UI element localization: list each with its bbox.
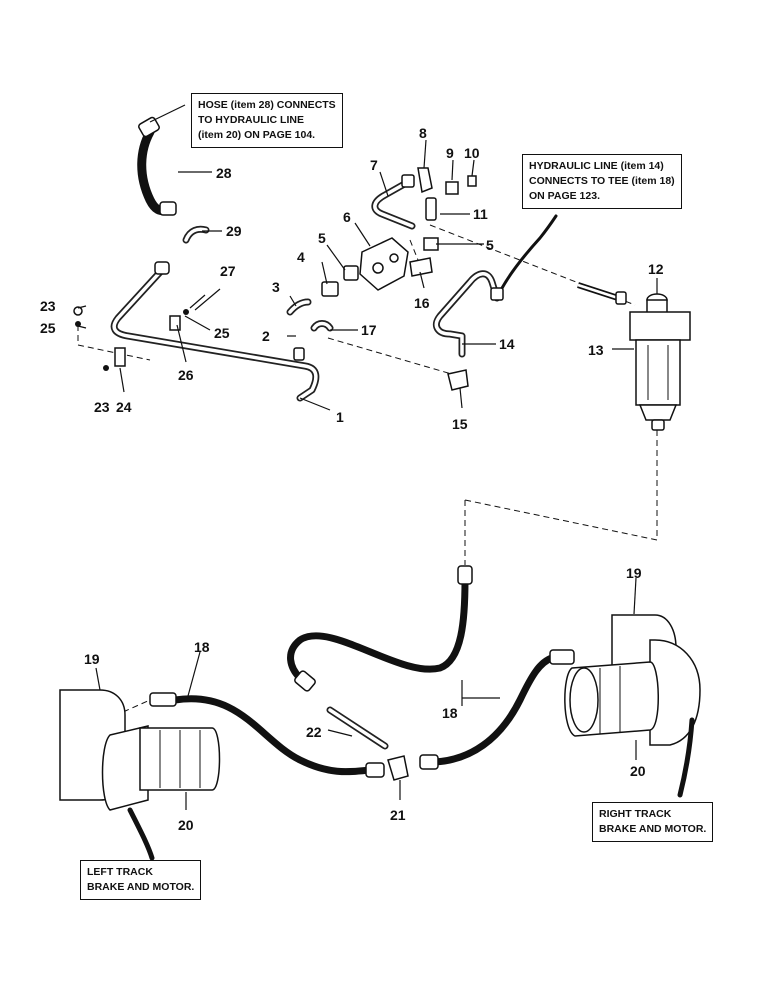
callout-line-14-line-3: ON PAGE 123. xyxy=(529,190,600,202)
item-number-10: 10 xyxy=(464,145,480,161)
callout-hose-28-line-1: HOSE (item 28) CONNECTS xyxy=(198,99,336,111)
item-number-5b: 5 xyxy=(486,237,494,253)
callout-left-track: LEFT TRACK BRAKE AND MOTOR. xyxy=(80,860,202,900)
callout-hose-28-line-2: TO HYDRAULIC LINE xyxy=(198,114,304,126)
dashed-connection-lines xyxy=(77,224,658,721)
item-number-20b: 20 xyxy=(630,763,646,779)
item-number-29: 29 xyxy=(226,223,242,239)
elbow-29 xyxy=(182,225,210,244)
callout-right-track-line-1: RIGHT TRACK xyxy=(599,808,672,820)
item-number-18b: 18 xyxy=(442,705,458,721)
item-number-12: 12 xyxy=(648,261,664,277)
item-numbers: 1 2 3 4 5 5 6 7 8 9 10 11 12 13 14 15 16… xyxy=(40,125,664,833)
callout-left-track-line-1: LEFT TRACK xyxy=(87,866,153,878)
item-number-6: 6 xyxy=(343,209,351,225)
item-number-28: 28 xyxy=(216,165,232,181)
tube-7 xyxy=(371,174,416,230)
item-number-23a: 23 xyxy=(40,298,56,314)
valve-6 xyxy=(286,237,439,361)
item-number-13: 13 xyxy=(588,342,604,358)
item-number-5a: 5 xyxy=(318,230,326,246)
item-number-16: 16 xyxy=(414,295,430,311)
callout-right-track: RIGHT TRACK BRAKE AND MOTOR. xyxy=(592,802,714,842)
item-number-14: 14 xyxy=(499,336,515,352)
item-number-19a: 19 xyxy=(84,651,100,667)
right-brake-motor xyxy=(564,614,701,798)
hose-28 xyxy=(137,116,177,216)
fittings-8-11 xyxy=(417,167,477,221)
callout-hydraulic-line-14: HYDRAULIC LINE (item 14) CONNECTS TO TEE… xyxy=(522,154,682,209)
item-number-15: 15 xyxy=(452,416,468,432)
tube-1 xyxy=(110,261,320,402)
item-number-17: 17 xyxy=(361,322,377,338)
tube-14 xyxy=(432,214,558,358)
callout-line-14-line-2: CONNECTS TO TEE (item 18) xyxy=(529,175,675,187)
item-number-19b: 19 xyxy=(626,565,642,581)
item-number-26: 26 xyxy=(178,367,194,383)
item-number-9: 9 xyxy=(446,145,454,161)
item-number-7: 7 xyxy=(370,157,378,173)
item-number-8: 8 xyxy=(419,125,427,141)
item-number-21: 21 xyxy=(390,807,406,823)
item-number-20a: 20 xyxy=(178,817,194,833)
item-number-4: 4 xyxy=(297,249,305,265)
item-number-24: 24 xyxy=(116,399,132,415)
hose-18-network xyxy=(149,565,575,781)
item-number-25a: 25 xyxy=(40,320,56,336)
callout-right-track-line-2: BRAKE AND MOTOR. xyxy=(599,823,707,835)
callout-hose-28-line-3: (item 20) ON PAGE 104. xyxy=(198,129,316,141)
item-number-11: 11 xyxy=(473,206,488,222)
item-number-2: 2 xyxy=(262,328,270,344)
callout-line-14-line-1: HYDRAULIC LINE (item 14) xyxy=(529,160,664,172)
callout-hose-28: HOSE (item 28) CONNECTS TO HYDRAULIC LIN… xyxy=(191,93,343,148)
item-number-3: 3 xyxy=(272,279,280,295)
item-number-18a: 18 xyxy=(194,639,210,655)
item-number-25b: 25 xyxy=(214,325,230,341)
item-number-22: 22 xyxy=(306,724,322,740)
clamp-hardware xyxy=(73,294,206,371)
item-number-23b: 23 xyxy=(94,399,110,415)
item-number-1: 1 xyxy=(336,409,344,425)
valve-assembly-13 xyxy=(577,282,691,431)
callout-left-track-line-2: BRAKE AND MOTOR. xyxy=(87,881,195,893)
tee-15 xyxy=(447,369,469,391)
left-brake-motor xyxy=(59,689,221,861)
item-number-27: 27 xyxy=(220,263,236,279)
leader-lines xyxy=(77,104,658,810)
